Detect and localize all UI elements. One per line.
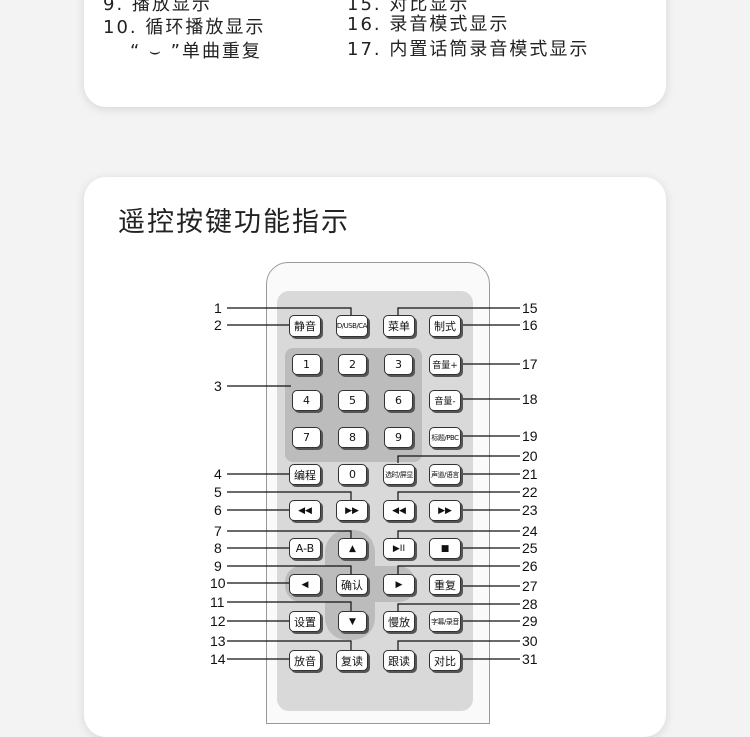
callout-number: 14 (210, 651, 226, 667)
next-button[interactable]: ▶▶ (429, 500, 461, 521)
number-1-button[interactable]: 1 (292, 354, 321, 375)
follow-read-button[interactable]: 跟读 (383, 650, 415, 671)
number-0-button[interactable]: 0 (338, 464, 367, 485)
volume-down-button[interactable]: 音量- (429, 390, 461, 411)
callout-number: 12 (210, 613, 226, 629)
callout-number: 5 (214, 484, 222, 500)
callout-number: 20 (522, 448, 538, 464)
slow-play-button[interactable]: 慢放 (383, 611, 415, 632)
mute-button[interactable]: 静音 (289, 315, 321, 337)
callout-number: 26 (522, 558, 538, 574)
callout-number: 13 (210, 633, 226, 649)
callout-leader-lines (227, 307, 520, 660)
callout-number: 10 (210, 575, 226, 591)
number-9-button[interactable]: 9 (384, 427, 413, 448)
volume-up-button[interactable]: 音量+ (429, 354, 461, 375)
stop-button[interactable]: ■ (429, 538, 461, 559)
number-7-button[interactable]: 7 (292, 427, 321, 448)
goto-display-button[interactable]: 选时/屏显 (383, 464, 415, 485)
section-title: 遥控按键功能指示 (118, 207, 350, 238)
legend-item-9: 9. 播放显示 (103, 0, 212, 15)
rewind-button[interactable]: ◀◀ (289, 500, 321, 521)
number-8-button[interactable]: 8 (338, 427, 367, 448)
play-pause-button[interactable]: ▶II (383, 538, 415, 559)
left-arrow-button[interactable]: ◀ (289, 574, 321, 595)
callout-number: 18 (522, 391, 538, 407)
title-pbc-button[interactable]: 标题/PBC (429, 427, 461, 448)
callout-number: 22 (522, 484, 538, 500)
right-arrow-button[interactable]: ▶ (383, 574, 415, 595)
fast-forward-button[interactable]: ▶▶ (336, 500, 368, 521)
system-button[interactable]: 制式 (429, 315, 461, 337)
up-arrow-button[interactable]: ▲ (338, 538, 367, 559)
number-2-button[interactable]: 2 (338, 354, 367, 375)
callout-number: 29 (522, 613, 538, 629)
down-arrow-button[interactable]: ▼ (338, 611, 367, 632)
compare-button[interactable]: 对比 (429, 650, 461, 671)
callout-number: 9 (214, 558, 222, 574)
legend-item-10: 10. 循环播放显示 (103, 17, 266, 38)
callout-number: 24 (522, 523, 538, 539)
number-3-button[interactable]: 3 (384, 354, 413, 375)
callout-number: 17 (522, 356, 538, 372)
callout-number: 8 (214, 540, 222, 556)
channel-language-button[interactable]: 声道/语言 (429, 464, 461, 485)
reread-button[interactable]: 复读 (336, 650, 368, 671)
callout-number: 15 (522, 300, 538, 316)
callout-number: 31 (522, 651, 538, 667)
callout-number: 25 (522, 540, 538, 556)
setup-button[interactable]: 设置 (289, 611, 321, 632)
callout-number: 30 (522, 633, 538, 649)
callout-number: 6 (214, 502, 222, 518)
callout-number: 1 (214, 300, 222, 316)
legend-card (84, 0, 666, 107)
repeat-button[interactable]: 重复 (429, 574, 461, 595)
subtitle-record-button[interactable]: 字幕/录音 (429, 611, 461, 632)
dvd-usb-card-button[interactable]: DVD/USB/CARD (336, 315, 368, 337)
callout-number: 11 (210, 594, 225, 610)
callout-number: 4 (214, 466, 222, 482)
ab-repeat-button[interactable]: A-B (289, 538, 321, 559)
menu-button[interactable]: 菜单 (383, 315, 415, 337)
callout-number: 16 (522, 317, 538, 333)
callout-number: 2 (214, 317, 222, 333)
program-button[interactable]: 编程 (289, 464, 321, 485)
callout-number: 28 (522, 596, 538, 612)
number-5-button[interactable]: 5 (338, 390, 367, 411)
legend-item-16: 16. 录音模式显示 (347, 14, 510, 35)
playback-sound-button[interactable]: 放音 (289, 650, 321, 671)
callout-number: 3 (214, 378, 222, 394)
callout-number: 23 (522, 502, 538, 518)
number-4-button[interactable]: 4 (292, 390, 321, 411)
callout-number: 19 (522, 428, 538, 444)
callout-number: 27 (522, 578, 538, 594)
legend-item-17: 17. 内置话筒录音模式显示 (347, 39, 590, 60)
legend-item-15: 15. 对比显示 (347, 0, 470, 15)
callout-number: 7 (214, 523, 222, 539)
previous-button[interactable]: ◀◀ (383, 500, 415, 521)
legend-item-single-repeat: “ ⌣ ”单曲重复 (130, 41, 262, 62)
ok-button[interactable]: 确认 (336, 574, 368, 595)
number-6-button[interactable]: 6 (384, 390, 413, 411)
callout-number: 21 (522, 466, 538, 482)
